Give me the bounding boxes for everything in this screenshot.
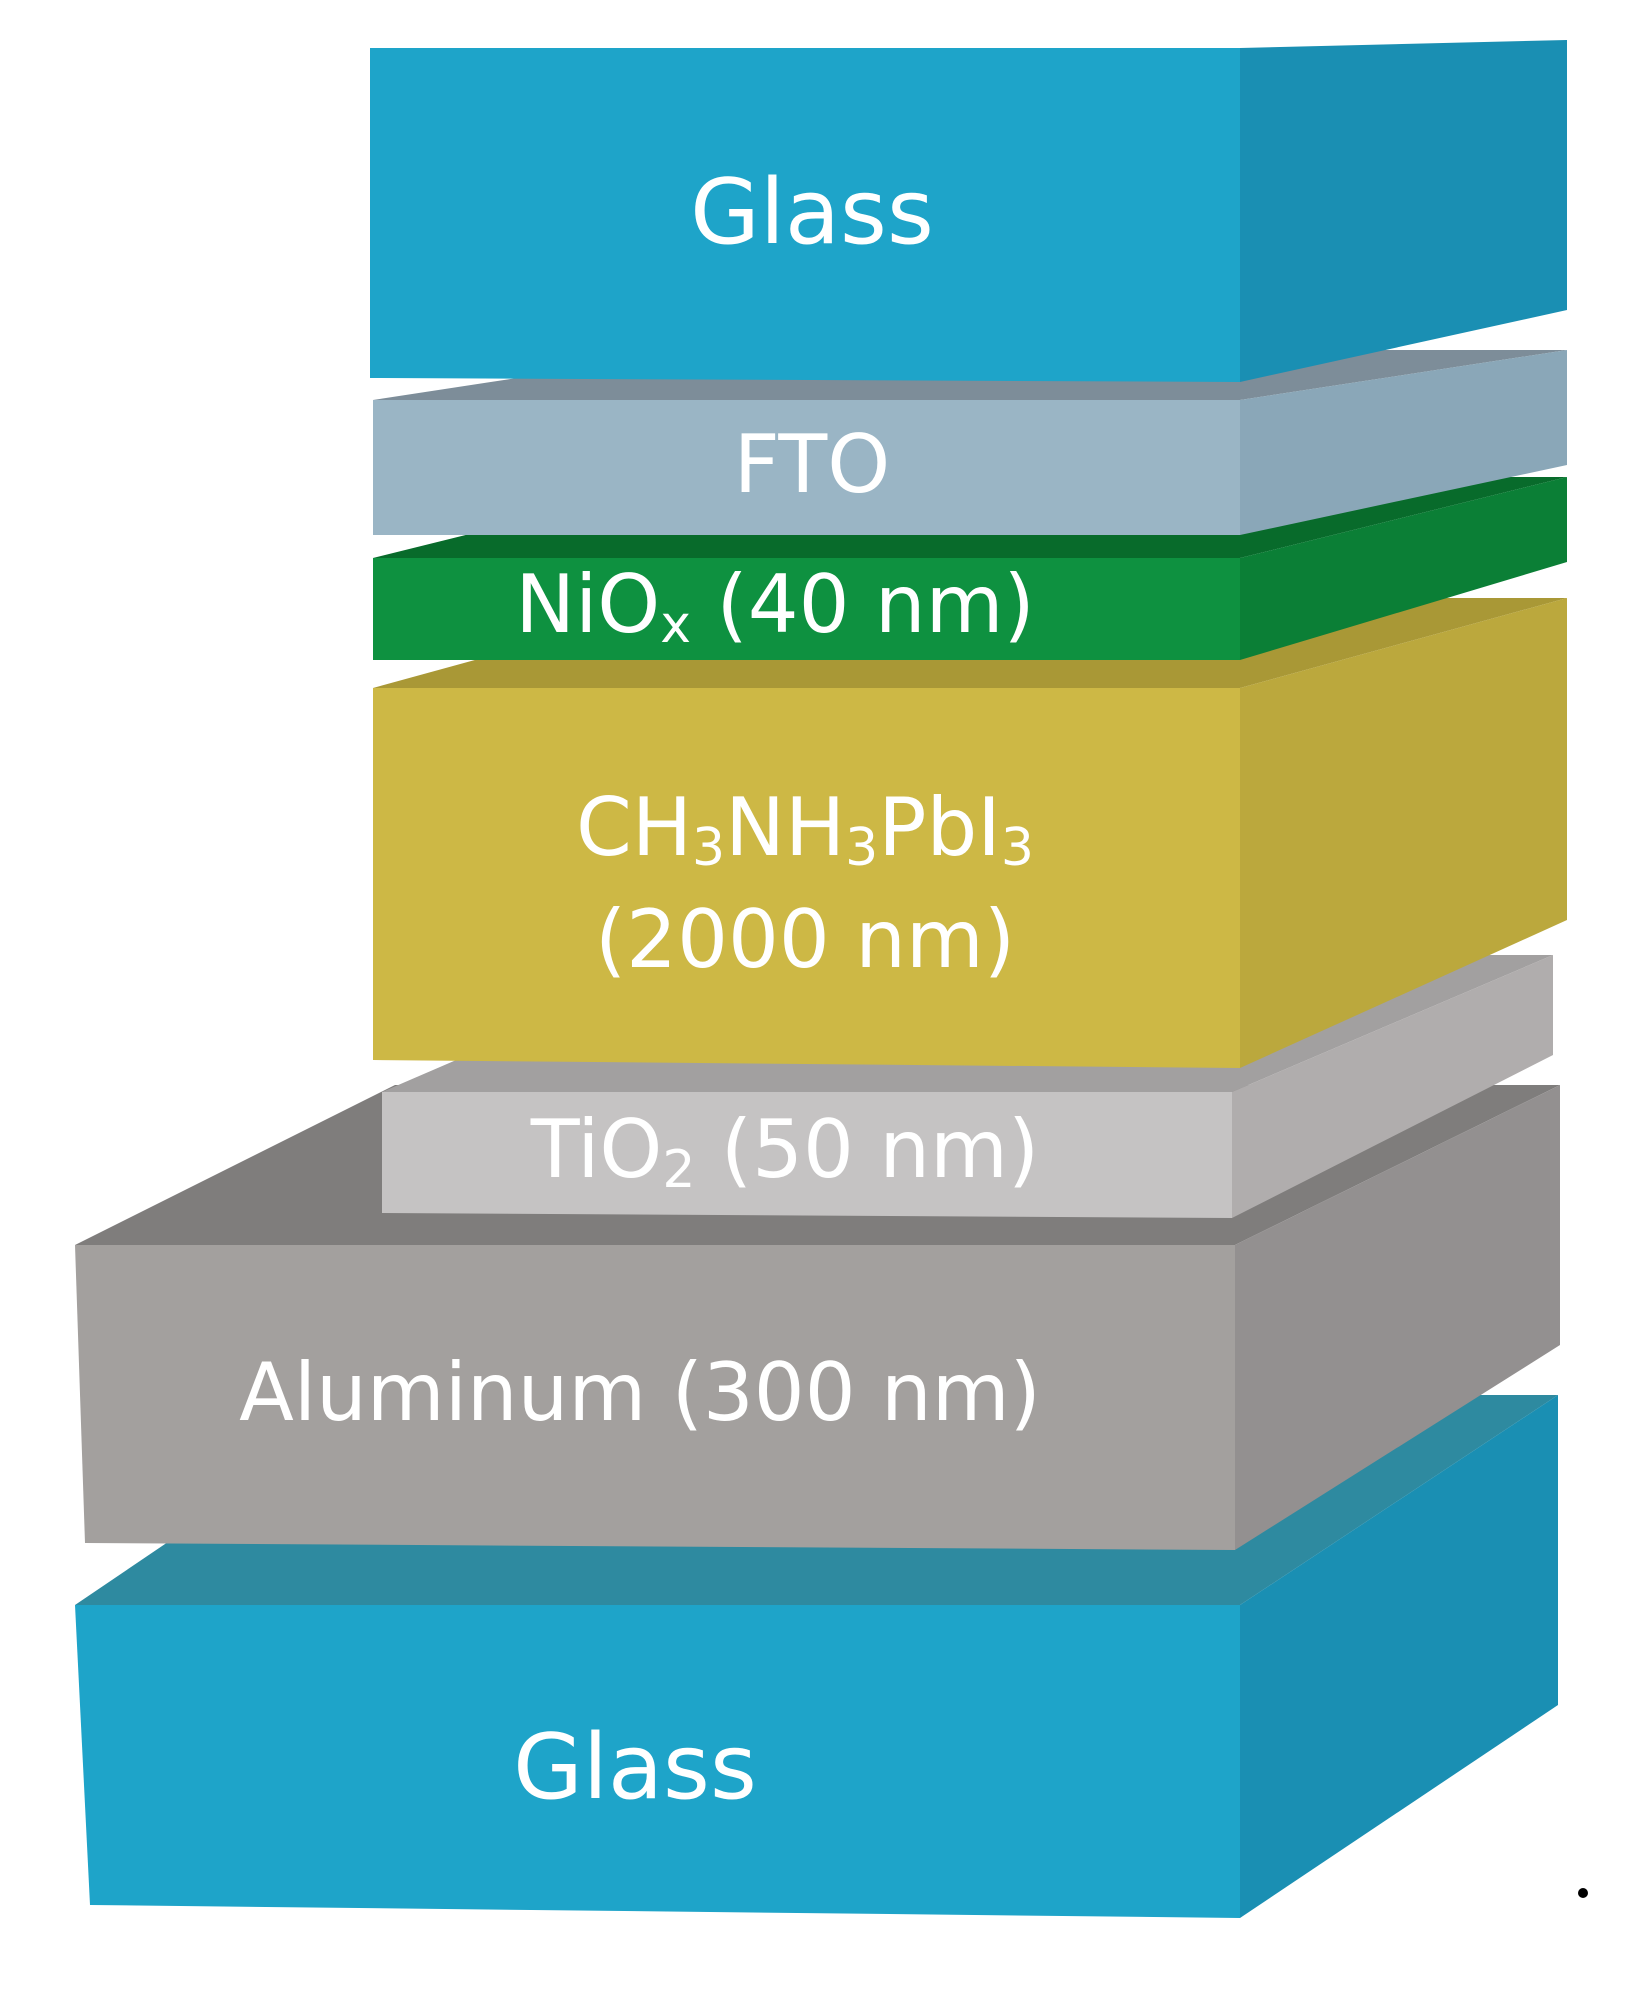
perovskite-thickness-label: (2000 nm)	[595, 893, 1015, 986]
layer-perovskite: CH3NH3PbI3 (2000 nm)	[373, 598, 1567, 1068]
glass-bottom-label: Glass	[513, 1715, 757, 1820]
perovskite-part-ch: CH	[576, 781, 692, 874]
glass-bottom-side-face	[1240, 1395, 1558, 1918]
perovskite-part-nh: NH	[725, 781, 845, 874]
perovskite-sub-3a: 3	[692, 818, 725, 878]
perovskite-side-face	[1240, 598, 1567, 1068]
period-mark	[1578, 1888, 1588, 1898]
perovskite-formula-label: CH3NH3PbI3	[576, 781, 1034, 878]
fto-side-face	[1240, 350, 1567, 535]
glass-top-side-face	[1240, 40, 1567, 382]
perovskite-part-pbi: PbI	[878, 781, 1001, 874]
layer-glass-top: Glass	[370, 40, 1567, 382]
aluminum-front-face	[75, 1245, 1235, 1550]
niox-side-face	[1240, 477, 1567, 660]
glass-bottom-front-face	[75, 1605, 1240, 1918]
niox-label: NiOx (40 nm)	[515, 558, 1035, 655]
perovskite-front-face	[373, 688, 1240, 1068]
tio2-label-sub: 2	[662, 1140, 695, 1200]
glass-top-label: Glass	[690, 160, 934, 265]
perovskite-sub-3c: 3	[1001, 818, 1034, 878]
niox-label-rest: (40 nm)	[691, 558, 1035, 651]
tio2-side-face	[1232, 955, 1553, 1218]
fto-front-face	[373, 400, 1240, 535]
niox-front-face	[373, 558, 1240, 660]
fto-label: FTO	[734, 418, 890, 511]
niox-label-sub: x	[660, 595, 691, 655]
niox-label-main: NiO	[515, 558, 660, 651]
aluminum-side-face	[1235, 1085, 1560, 1550]
tio2-label-main: TiO	[530, 1103, 663, 1196]
tio2-label: TiO2 (50 nm)	[530, 1103, 1039, 1200]
aluminum-label: Aluminum (300 nm)	[239, 1346, 1041, 1439]
tio2-front-face	[382, 1092, 1232, 1218]
tio2-label-rest: (50 nm)	[695, 1103, 1039, 1196]
perovskite-sub-3b: 3	[845, 818, 878, 878]
glass-top-front-face	[370, 48, 1240, 382]
